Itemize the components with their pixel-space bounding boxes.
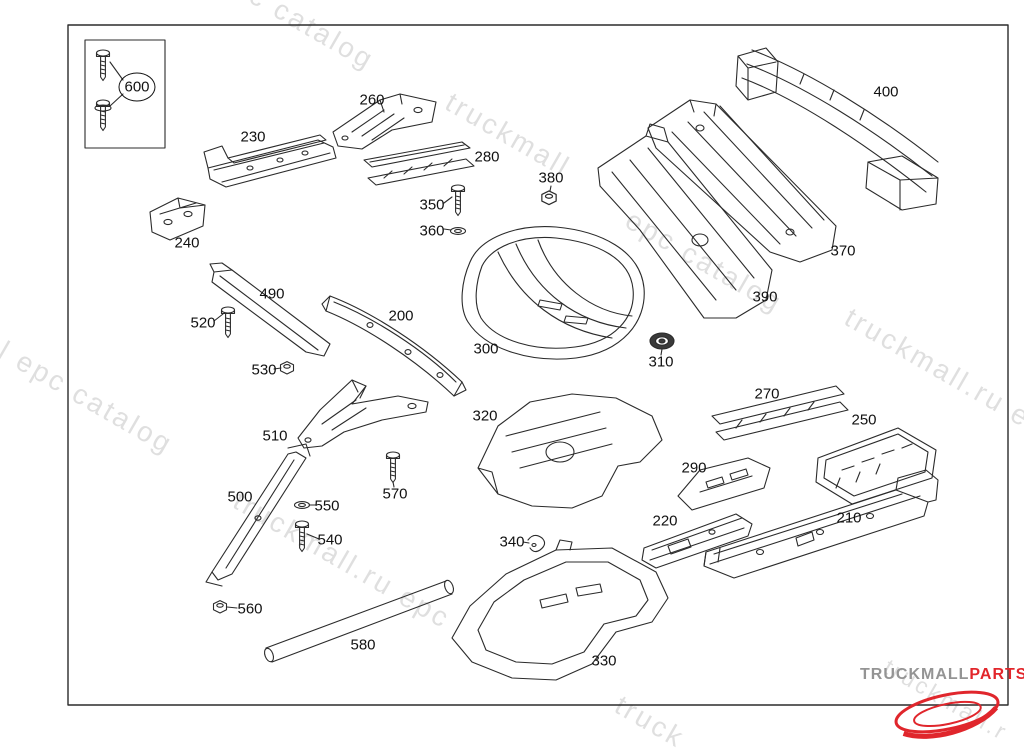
part-drawing-370 xyxy=(647,99,837,263)
part-label-500[interactable]: 500 xyxy=(227,488,253,506)
part-drawing-490 xyxy=(209,262,331,357)
part-drawing-540 xyxy=(294,520,310,553)
part-drawing-600 xyxy=(84,39,166,149)
part-drawing-220 xyxy=(641,513,753,569)
part-drawing-320 xyxy=(477,393,663,509)
part-drawing-350 xyxy=(450,184,466,217)
part-drawing-360 xyxy=(449,227,467,235)
part-label-320[interactable]: 320 xyxy=(472,407,498,425)
part-drawing-230 xyxy=(203,134,337,188)
part-label-520[interactable]: 520 xyxy=(190,314,216,332)
part-label-380[interactable]: 380 xyxy=(538,169,564,187)
brand-name-parts: PARTS xyxy=(969,666,1024,683)
part-drawing-580 xyxy=(263,579,455,663)
part-drawing-240 xyxy=(149,197,206,241)
part-label-370[interactable]: 370 xyxy=(830,242,856,260)
part-label-390[interactable]: 390 xyxy=(752,288,778,306)
part-drawing-550 xyxy=(293,501,311,509)
part-label-230[interactable]: 230 xyxy=(240,128,266,146)
part-label-220[interactable]: 220 xyxy=(652,512,678,530)
part-label-570[interactable]: 570 xyxy=(382,485,408,503)
part-label-300[interactable]: 300 xyxy=(473,340,499,358)
part-label-210[interactable]: 210 xyxy=(836,509,862,527)
part-label-290[interactable]: 290 xyxy=(681,459,707,477)
part-label-540[interactable]: 540 xyxy=(317,531,343,549)
leader-lines xyxy=(109,61,663,609)
part-drawing-280 xyxy=(363,141,475,186)
part-label-270[interactable]: 270 xyxy=(754,385,780,403)
part-label-580[interactable]: 580 xyxy=(350,636,376,654)
part-label-280[interactable]: 280 xyxy=(474,148,500,166)
part-label-250[interactable]: 250 xyxy=(851,411,877,429)
part-drawing-510 xyxy=(297,379,429,449)
part-drawing-500 xyxy=(205,443,311,587)
part-drawing-250 xyxy=(815,427,937,505)
part-drawing-520 xyxy=(220,306,236,339)
diagram-border xyxy=(67,24,1009,706)
part-label-260[interactable]: 260 xyxy=(359,91,385,109)
part-label-200[interactable]: 200 xyxy=(388,307,414,325)
brand-logo: TRUCKMALLPARTS xyxy=(860,666,1024,684)
part-drawing-330 xyxy=(451,539,669,681)
part-label-550[interactable]: 550 xyxy=(314,497,340,515)
part-label-490[interactable]: 490 xyxy=(259,285,285,303)
part-drawing-200 xyxy=(321,295,467,397)
part-drawing-530 xyxy=(279,361,295,375)
part-drawing-380 xyxy=(541,190,557,206)
part-label-360[interactable]: 360 xyxy=(419,222,445,240)
part-label-530[interactable]: 530 xyxy=(251,361,277,379)
part-label-340[interactable]: 340 xyxy=(499,533,525,551)
part-label-310[interactable]: 310 xyxy=(648,353,674,371)
part-drawing-340 xyxy=(527,534,546,553)
part-drawing-300 xyxy=(461,226,645,360)
brand-name-truckmall: TRUCKMALL xyxy=(860,666,970,683)
part-label-600[interactable]: 600 xyxy=(118,72,156,102)
part-drawing-260 xyxy=(332,93,437,150)
part-drawing-310 xyxy=(649,332,675,350)
part-label-240[interactable]: 240 xyxy=(174,234,200,252)
part-label-510[interactable]: 510 xyxy=(262,427,288,445)
part-label-560[interactable]: 560 xyxy=(237,600,263,618)
part-drawing-270 xyxy=(711,385,849,441)
part-drawing-390 xyxy=(597,123,773,319)
part-drawing-560 xyxy=(212,600,228,614)
logo-swirl-icon xyxy=(894,690,1000,739)
part-label-350[interactable]: 350 xyxy=(419,196,445,214)
part-drawing-400 xyxy=(735,47,939,211)
part-drawing-290 xyxy=(677,457,771,511)
part-drawing-570 xyxy=(385,451,401,484)
part-drawing-210 xyxy=(703,469,939,579)
part-label-330[interactable]: 330 xyxy=(591,652,617,670)
part-label-400[interactable]: 400 xyxy=(873,83,899,101)
